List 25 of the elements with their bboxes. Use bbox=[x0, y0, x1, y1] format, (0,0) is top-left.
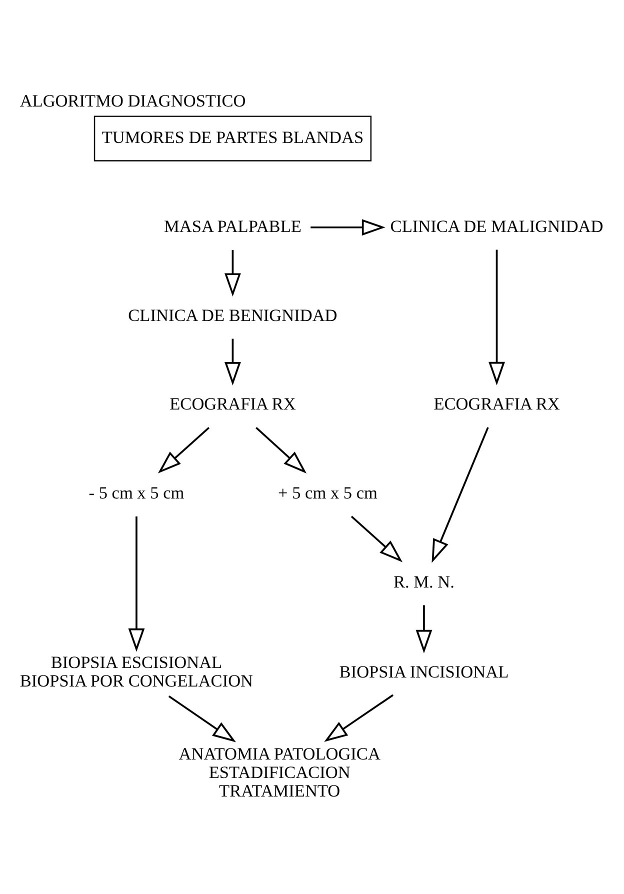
node-text: BIOPSIA ESCISIONAL BIOPSIA POR CONGELACION bbox=[20, 653, 254, 691]
node-text: MASA PALPABLE bbox=[164, 216, 302, 236]
arrow bbox=[310, 219, 386, 236]
node-text: CLINICA DE BENIGNIDAD bbox=[128, 306, 338, 325]
node-text: ANATOMIA PATOLOGICA ESTADIFICACION TRATAMIENTO bbox=[178, 744, 380, 800]
node-text: - 5 cm x 5 cm bbox=[88, 483, 184, 502]
arrow bbox=[224, 250, 241, 297]
arrow bbox=[256, 426, 307, 474]
arrow bbox=[350, 516, 403, 562]
node-text: ECOGRAFIA RX bbox=[434, 394, 560, 414]
arrow bbox=[224, 338, 241, 386]
arrow bbox=[168, 696, 236, 742]
node-text: + 5 cm x 5 cm bbox=[278, 483, 378, 502]
node-text: R. M. N. bbox=[394, 572, 454, 592]
node-text: CLINICA DE MALIGNIDAD bbox=[390, 216, 604, 236]
arrow bbox=[416, 605, 432, 654]
diagram-title: ALGORITMO DIAGNOSTICO bbox=[20, 92, 246, 111]
arrow bbox=[128, 516, 145, 652]
arrow bbox=[158, 426, 210, 474]
node-text: ECOGRAFIA RX bbox=[170, 394, 296, 414]
node-box: TUMORES DE PARTES BLANDAS bbox=[94, 116, 372, 162]
node-text: BIOPSIA INCISIONAL bbox=[339, 662, 509, 682]
arrow bbox=[432, 427, 489, 563]
arrow bbox=[488, 250, 505, 386]
arrow bbox=[324, 694, 394, 742]
